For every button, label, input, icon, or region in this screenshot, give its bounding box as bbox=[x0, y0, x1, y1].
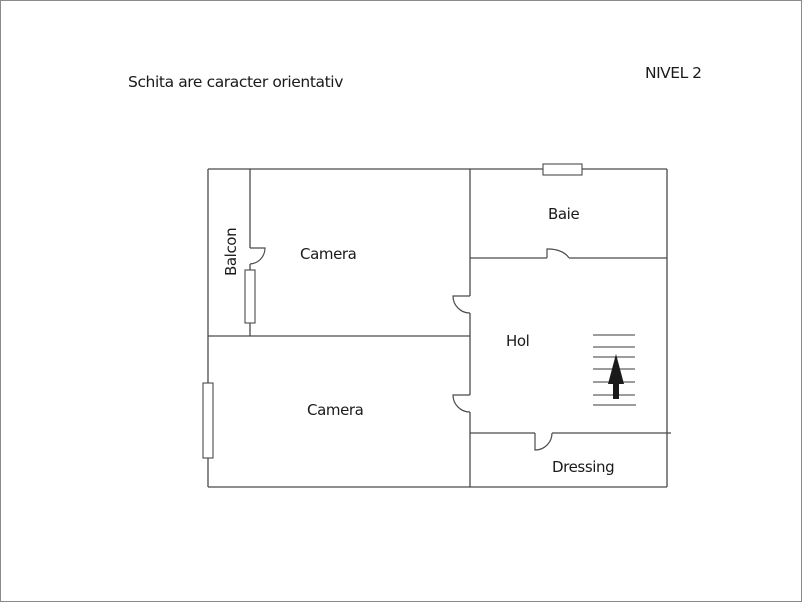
outer-walls bbox=[207, 168, 668, 488]
door-camera-1 bbox=[452, 295, 471, 314]
arrow-up-icon bbox=[608, 354, 624, 399]
room-label-camera-2: Camera bbox=[307, 401, 363, 419]
window-baie bbox=[542, 163, 583, 176]
door-dressing bbox=[534, 432, 553, 451]
disclaimer-note: Schita are caracter orientativ bbox=[128, 73, 343, 91]
door-baie bbox=[546, 248, 570, 259]
room-label-camera-1: Camera bbox=[300, 245, 356, 263]
interior-walls bbox=[208, 169, 671, 487]
window-camera-2 bbox=[202, 382, 214, 459]
room-label-dressing: Dressing bbox=[552, 458, 614, 476]
door-balcon bbox=[249, 247, 266, 265]
door-camera-2 bbox=[452, 394, 471, 413]
room-label-hol: Hol bbox=[506, 332, 529, 350]
room-label-balcon: Balcon bbox=[222, 228, 240, 276]
level-label: NIVEL 2 bbox=[645, 64, 702, 82]
window-balcon bbox=[244, 269, 256, 324]
room-label-baie: Baie bbox=[548, 205, 579, 223]
